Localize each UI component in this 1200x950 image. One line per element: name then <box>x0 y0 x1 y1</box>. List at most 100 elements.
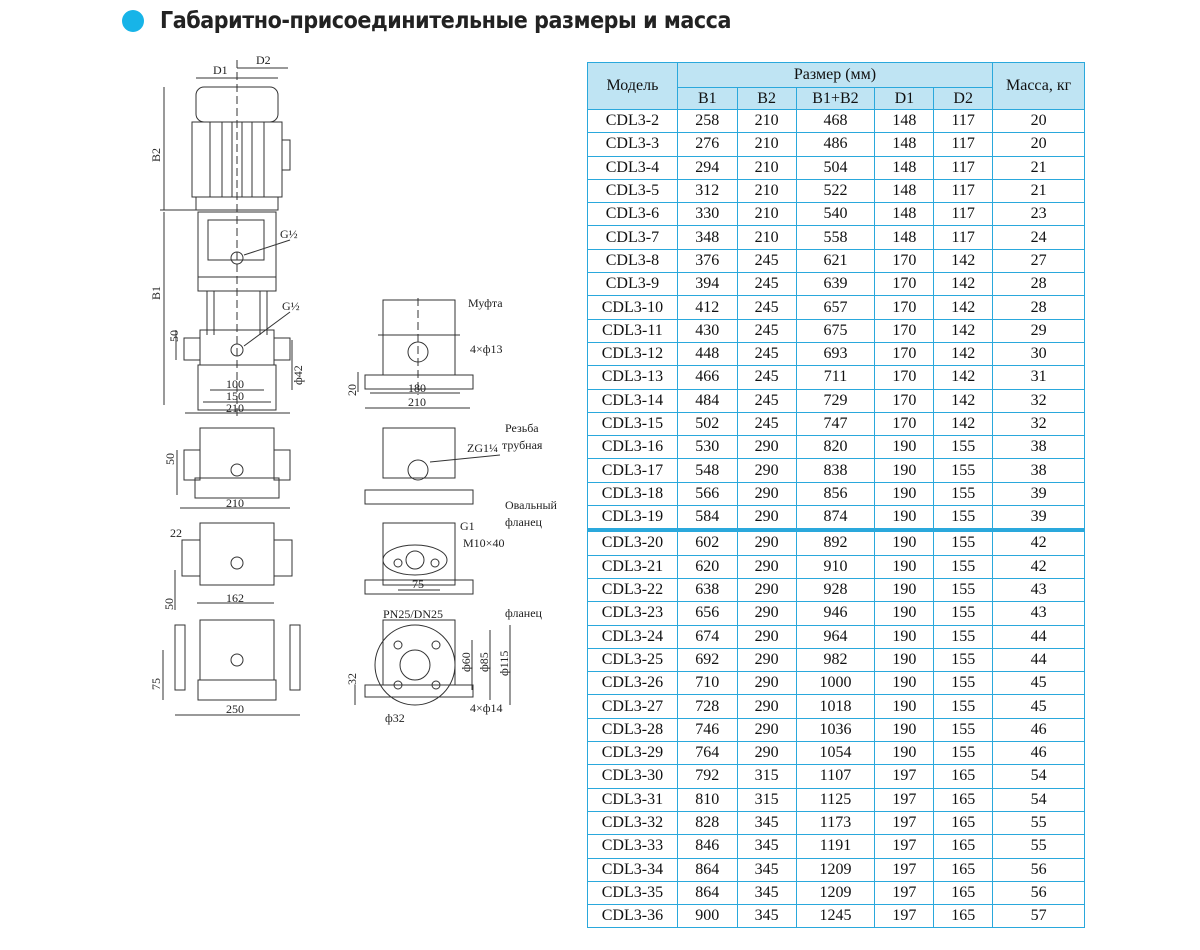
table-cell: 290 <box>736 458 797 483</box>
table-cell: 165 <box>933 880 994 906</box>
table-cell: 290 <box>736 528 797 556</box>
table-cell: 197 <box>874 904 935 929</box>
table-cell: 190 <box>874 647 935 673</box>
table-cell: 28 <box>992 295 1085 320</box>
table-cell: CDL3-32 <box>587 810 678 836</box>
label-210-c: 210 <box>226 496 244 510</box>
header-b1: B1 <box>676 87 738 110</box>
table-cell: CDL3-5 <box>587 178 678 204</box>
table-cell: 117 <box>933 132 994 157</box>
table-cell: 946 <box>795 601 876 626</box>
table-cell: 710 <box>676 671 738 696</box>
table-cell: 190 <box>874 741 935 766</box>
label-g-half-1: G½ <box>280 227 298 241</box>
table-cell: 28 <box>992 272 1085 297</box>
table-cell: 190 <box>874 577 935 603</box>
bullet-icon <box>122 10 144 32</box>
label-g1: G1 <box>460 519 475 533</box>
table-cell: 155 <box>933 528 994 556</box>
mufta-view <box>357 298 474 409</box>
table-cell: 910 <box>795 554 876 579</box>
table-cell: 155 <box>933 458 994 483</box>
label-phi42: ф42 <box>291 365 305 385</box>
label-d1: D1 <box>213 63 228 77</box>
table-cell: CDL3-28 <box>587 717 678 743</box>
table-cell: 44 <box>992 647 1085 673</box>
table-cell: 290 <box>736 601 797 626</box>
table-cell: 38 <box>992 435 1085 460</box>
table-cell: 56 <box>992 880 1085 906</box>
table-cell: 190 <box>874 601 935 626</box>
table-cell: CDL3-21 <box>587 554 678 579</box>
table-cell: 584 <box>676 505 738 531</box>
header-size: Размер (мм) <box>676 62 994 88</box>
table-cell: 29 <box>992 318 1085 343</box>
table-cell: 142 <box>933 341 994 367</box>
header-b1-plus-b2: B1+B2 <box>795 87 876 110</box>
table-cell: 620 <box>676 554 738 579</box>
table-cell: 148 <box>874 108 935 134</box>
table-cell: 142 <box>933 272 994 297</box>
table-cell: 30 <box>992 341 1085 367</box>
table-cell: 117 <box>933 225 994 250</box>
table-cell: 21 <box>992 155 1085 180</box>
table-cell: 117 <box>933 178 994 204</box>
label-phi60: ф60 <box>459 652 473 672</box>
label-50-b: 50 <box>163 453 177 465</box>
table-cell: CDL3-3 <box>587 132 678 157</box>
table-cell: 155 <box>933 554 994 579</box>
table-cell: 210 <box>736 202 797 227</box>
table-cell: 892 <box>795 528 876 556</box>
threaded-view <box>176 427 501 509</box>
table-cell: 345 <box>736 880 797 906</box>
table-cell: CDL3-36 <box>587 904 678 929</box>
table-cell: 728 <box>676 694 738 719</box>
table-cell: 39 <box>992 481 1085 507</box>
table-cell: CDL3-14 <box>587 388 678 413</box>
table-cell: 820 <box>795 435 876 460</box>
table-cell: 345 <box>736 904 797 929</box>
table-cell: 197 <box>874 764 935 789</box>
label-22: 22 <box>170 526 182 540</box>
table-cell: 522 <box>795 178 876 204</box>
table-cell: 197 <box>874 834 935 859</box>
table-cell: 155 <box>933 624 994 649</box>
table-cell: 1107 <box>795 764 876 789</box>
table-cell: 394 <box>676 272 738 297</box>
table-cell: 170 <box>874 295 935 320</box>
table-cell: 312 <box>676 178 738 204</box>
table-cell: 142 <box>933 365 994 390</box>
table-cell: 210 <box>736 108 797 134</box>
table-cell: 928 <box>795 577 876 603</box>
table-cell: 290 <box>736 554 797 579</box>
table-cell: 864 <box>676 857 738 882</box>
table-cell: 155 <box>933 601 994 626</box>
table-cell: 1209 <box>795 857 876 882</box>
table-cell: 290 <box>736 577 797 603</box>
table-cell: 56 <box>992 857 1085 882</box>
table-cell: 20 <box>992 108 1085 134</box>
table-cell: 155 <box>933 505 994 531</box>
table-cell: 190 <box>874 694 935 719</box>
table-cell: 245 <box>736 365 797 390</box>
table-cell: 502 <box>676 411 738 437</box>
table-cell: 165 <box>933 857 994 882</box>
header-model: Модель <box>587 62 678 110</box>
table-cell: 746 <box>676 717 738 743</box>
table-cell: CDL3-26 <box>587 671 678 696</box>
table-cell: CDL3-6 <box>587 202 678 227</box>
table-cell: 430 <box>676 318 738 343</box>
label-20: 20 <box>345 384 359 396</box>
table-cell: 21 <box>992 178 1085 204</box>
